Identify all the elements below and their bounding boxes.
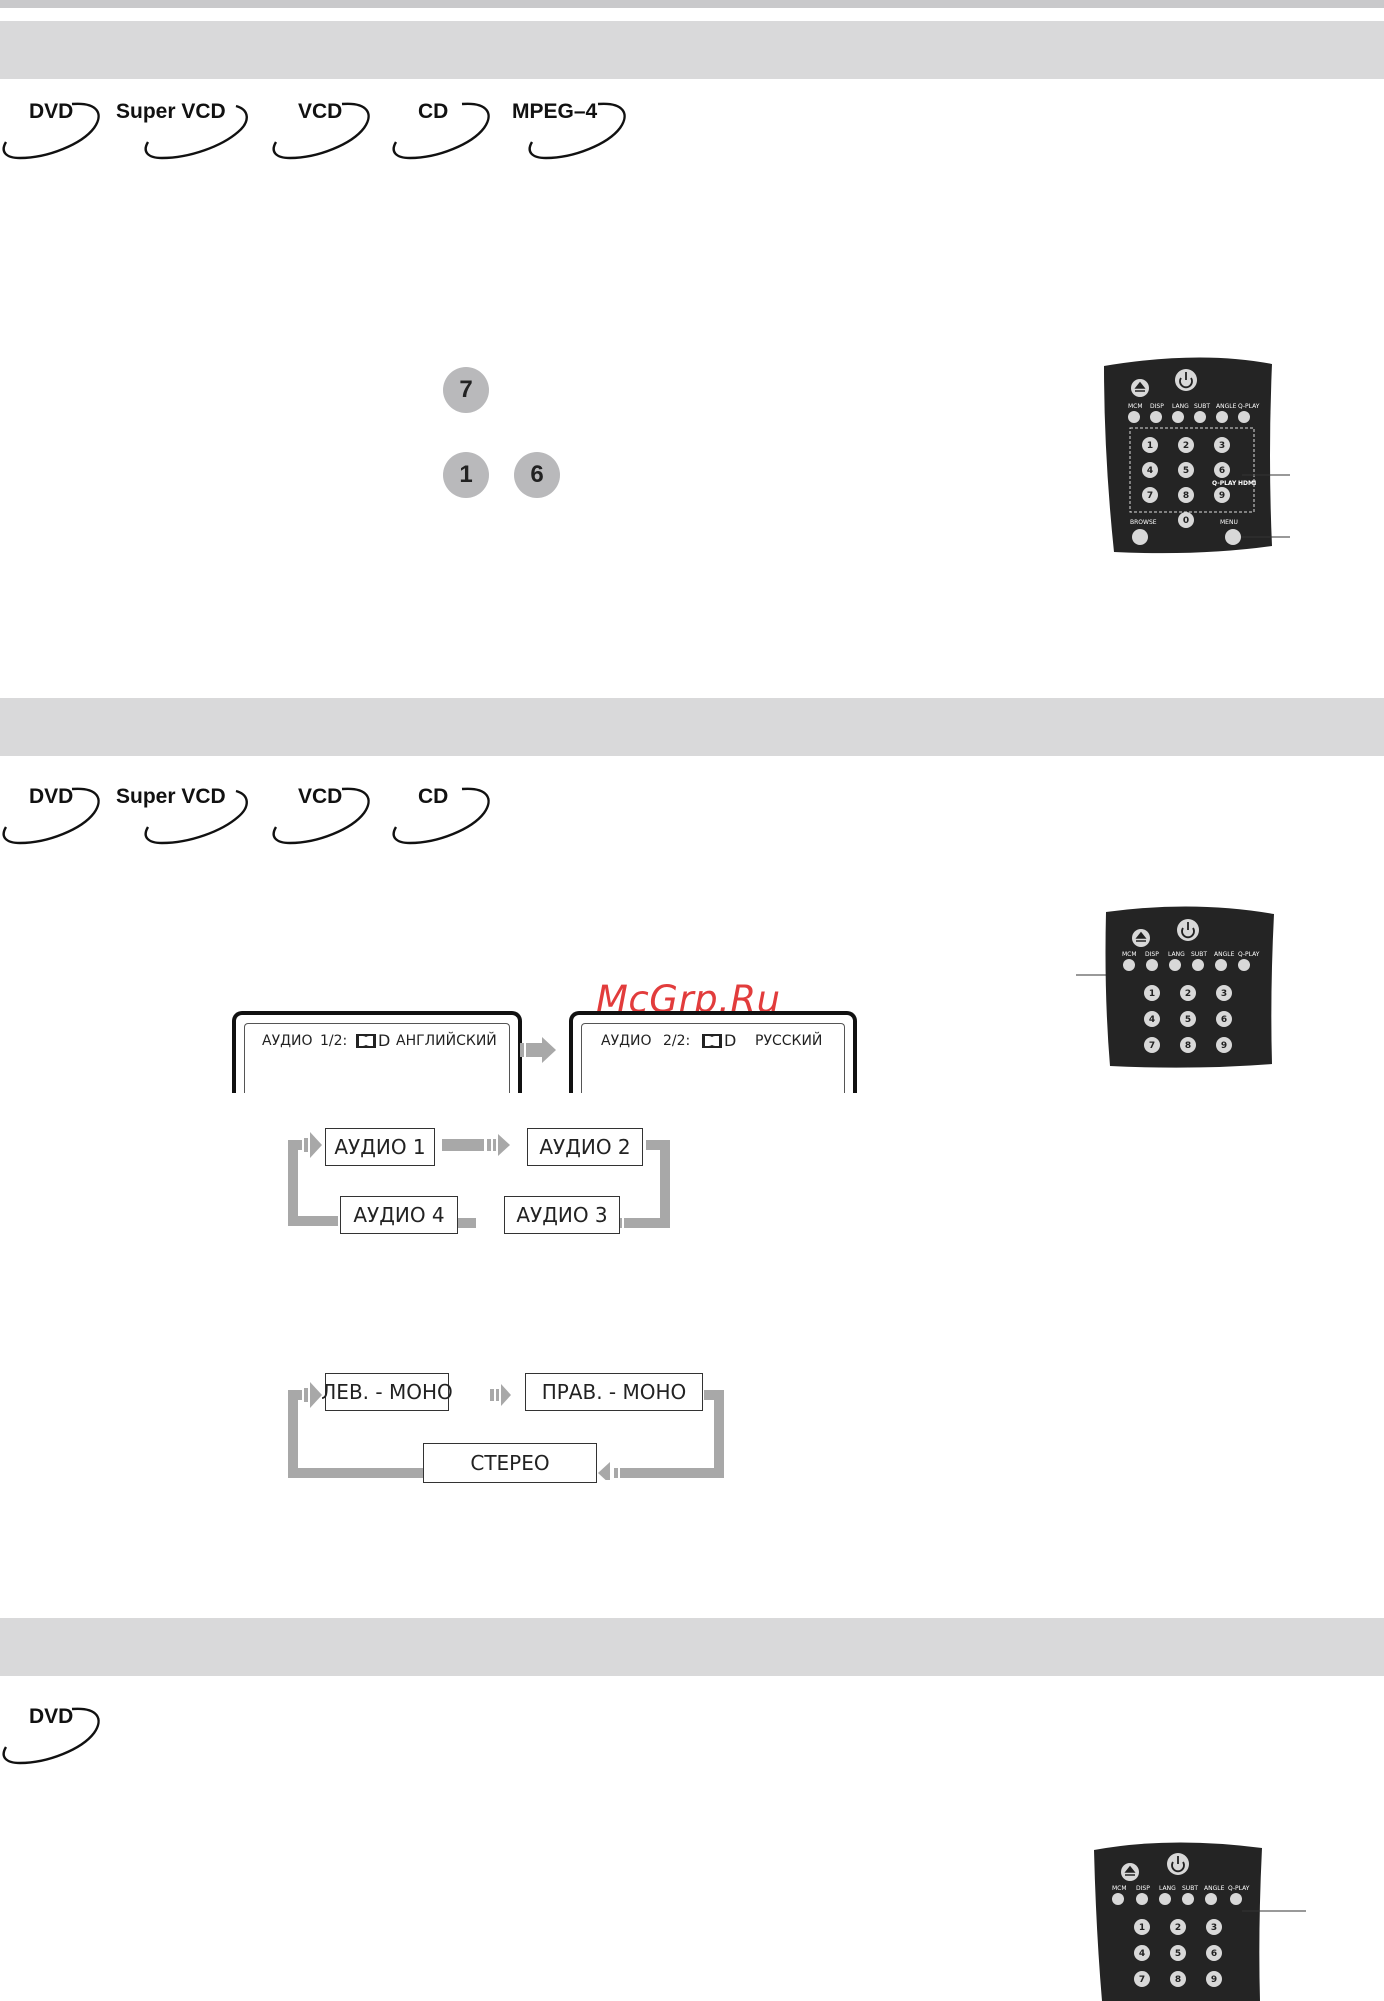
key-6-icon: 6 (514, 452, 560, 498)
format-badge-cd: CD (392, 100, 502, 170)
format-badge-mpeg4: MPEG–4 (512, 100, 638, 170)
format-badge-dvd: DVD (2, 1705, 112, 1775)
svg-text:8: 8 (1175, 1975, 1181, 1985)
svg-text:2: 2 (1185, 989, 1191, 999)
svg-text:4: 4 (1147, 466, 1153, 476)
svg-text:0: 0 (1183, 516, 1189, 526)
osd-screen-audio-2: АУДИО 2/2: D РУССКИЙ (569, 1011, 857, 1093)
audio-cycle-item-3: АУДИО 3 (504, 1196, 620, 1234)
svg-text:LANG: LANG (1172, 403, 1189, 410)
svg-text:DISP: DISP (1150, 403, 1164, 410)
section-header-band-2 (0, 698, 1384, 756)
svg-text:SUBT: SUBT (1194, 403, 1210, 410)
svg-text:9: 9 (1211, 1975, 1217, 1985)
format-badge-svcd: Super VCD (116, 785, 248, 855)
format-badge-dvd: DVD (2, 100, 112, 170)
dolby-logo-icon (702, 1034, 722, 1048)
format-badge-vcd: VCD (272, 785, 382, 855)
svg-text:SUBT: SUBT (1182, 1885, 1198, 1892)
svg-text:6: 6 (1211, 1949, 1217, 1959)
svg-text:MENU: MENU (1220, 519, 1238, 526)
svg-text:8: 8 (1185, 1041, 1191, 1051)
channel-cycle-right-mono: ПРАВ. - МОНО (525, 1373, 703, 1411)
svg-text:MCM: MCM (1122, 951, 1137, 958)
section-header-band-1 (0, 21, 1384, 79)
svg-text:SUBT: SUBT (1191, 951, 1207, 958)
svg-text:HDMI: HDMI (1238, 480, 1256, 487)
svg-text:5: 5 (1175, 1949, 1181, 1959)
svg-text:BROWSE: BROWSE (1130, 519, 1157, 526)
svg-text:DISP: DISP (1136, 1885, 1150, 1892)
svg-text:8: 8 (1183, 491, 1189, 501)
svg-text:MCM: MCM (1112, 1885, 1127, 1892)
svg-text:2: 2 (1183, 441, 1189, 451)
svg-text:LANG: LANG (1168, 951, 1185, 958)
svg-text:Q-PLAY: Q-PLAY (1238, 951, 1260, 958)
remote-label-mcm: MCM (1128, 403, 1143, 410)
svg-text:2: 2 (1175, 1923, 1181, 1933)
channel-cycle-arrows (288, 1382, 724, 1480)
svg-text:ANGLE: ANGLE (1204, 1885, 1225, 1892)
channel-cycle-left-mono: ЛЕВ. - МОНО (321, 1373, 453, 1411)
svg-text:5: 5 (1185, 1015, 1191, 1025)
format-badge-vcd: VCD (272, 100, 382, 170)
svg-text:DISP: DISP (1145, 951, 1159, 958)
svg-text:ANGLE: ANGLE (1214, 951, 1235, 958)
svg-text:1: 1 (1139, 1923, 1145, 1933)
audio-cycle-item-1: АУДИО 1 (325, 1128, 435, 1166)
svg-text:3: 3 (1221, 989, 1227, 999)
channel-cycle-stereo: СТЕРЕО (423, 1443, 597, 1483)
osd-screen-audio-1: АУДИО 1/2: D АНГЛИЙСКИЙ (232, 1011, 522, 1093)
svg-text:7: 7 (1139, 1975, 1145, 1985)
remote-control-illustration-3: MCM DISP LANG SUBT ANGLE Q-PLAY 1 2 3 4 … (1090, 1840, 1310, 2001)
audio-cycle-item-2: АУДИО 2 (527, 1128, 643, 1166)
svg-text:9: 9 (1219, 491, 1225, 501)
remote-control-illustration-1: MCM DISP LANG SUBT ANGLE Q-PLAY 1 2 3 4 … (1100, 356, 1300, 556)
key-1-icon: 1 (443, 452, 489, 498)
svg-text:Q-PLAY: Q-PLAY (1228, 1885, 1250, 1892)
svg-text:1: 1 (1147, 441, 1153, 451)
svg-text:5: 5 (1183, 466, 1189, 476)
audio-cycle-item-4: АУДИО 4 (340, 1196, 458, 1234)
svg-text:6: 6 (1221, 1015, 1227, 1025)
svg-text:9: 9 (1221, 1041, 1227, 1051)
svg-text:Q-PLAY: Q-PLAY (1238, 403, 1260, 410)
svg-text:3: 3 (1211, 1923, 1217, 1933)
svg-text:LANG: LANG (1159, 1885, 1176, 1892)
svg-text:Q-PLAY: Q-PLAY (1212, 480, 1237, 487)
svg-text:6: 6 (1219, 466, 1225, 476)
svg-text:3: 3 (1219, 441, 1225, 451)
format-badge-cd: CD (392, 785, 502, 855)
format-badge-dvd: DVD (2, 785, 112, 855)
arrow-right-icon (520, 1037, 556, 1063)
svg-text:ANGLE: ANGLE (1216, 403, 1237, 410)
dolby-logo-icon (356, 1034, 376, 1048)
top-rule (0, 0, 1384, 8)
svg-text:4: 4 (1149, 1015, 1155, 1025)
svg-text:4: 4 (1139, 1949, 1145, 1959)
section-header-band-3 (0, 1618, 1384, 1676)
remote-control-illustration-2: MCM DISP LANG SUBT ANGLE Q-PLAY 1 2 3 4 … (1074, 904, 1278, 1070)
svg-text:7: 7 (1147, 491, 1153, 501)
format-badge-svcd: Super VCD (116, 100, 248, 170)
svg-text:1: 1 (1149, 989, 1155, 999)
svg-text:7: 7 (1149, 1041, 1155, 1051)
key-7-icon: 7 (443, 367, 489, 413)
